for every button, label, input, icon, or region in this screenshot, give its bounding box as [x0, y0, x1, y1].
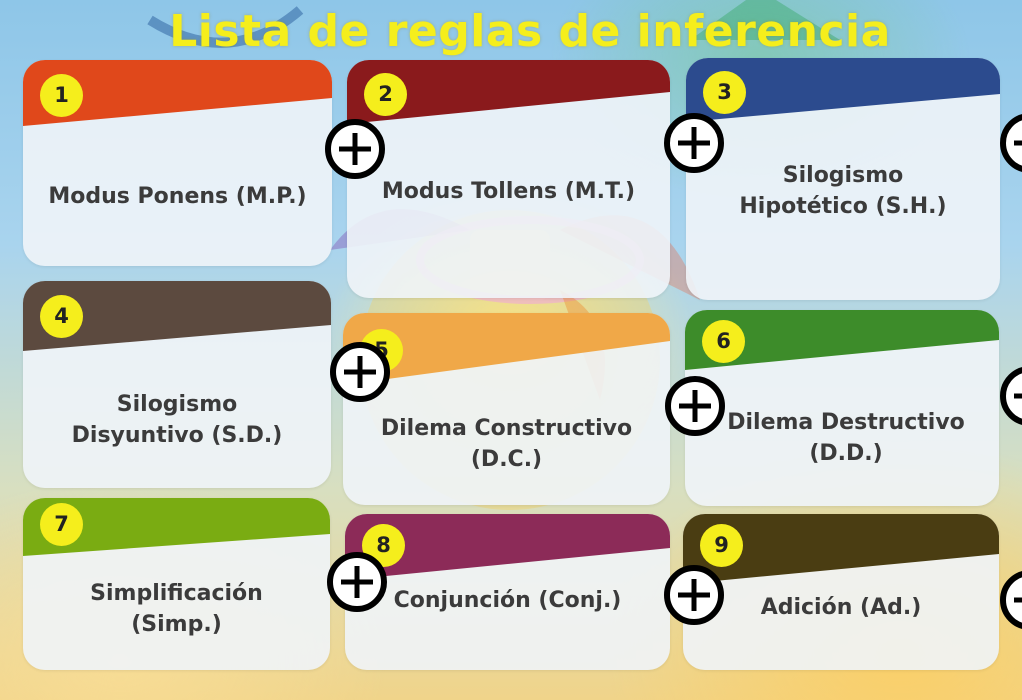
rule-label: Silogismo Hipotético (S.H.): [739, 163, 947, 219]
rule-number-badge: 2: [364, 73, 407, 116]
card-header-band: [683, 514, 999, 584]
rule-card-modus-ponens[interactable]: 1 Modus Ponens (M.P.): [23, 60, 332, 266]
rule-number-badge: 7: [40, 503, 83, 546]
rule-label: Dilema Constructivo (D.C.): [380, 416, 633, 472]
rule-card-silogismo-disyuntivo[interactable]: 4 Silogismo Disyuntivo (S.D.): [23, 281, 331, 488]
rule-card-simplificacion[interactable]: 7 Simplificación (Simp.): [23, 498, 330, 670]
card-header-band: [343, 313, 670, 385]
rule-card-adicion[interactable]: 9 Adición (Ad.): [683, 514, 999, 670]
rule-label: Silogismo Disyuntivo (S.D.): [71, 391, 283, 448]
rule-card-dilema-constructivo[interactable]: 5 Dilema Constructivo (D.C.): [343, 313, 670, 505]
card-header-band: [686, 58, 1000, 122]
rule-number-badge: 6: [702, 320, 745, 363]
rule-label: Simplificación (Simp.): [90, 581, 263, 637]
card-header-band: [23, 281, 331, 351]
rule-card-conjuncion[interactable]: 8 Conjunción (Conj.): [345, 514, 670, 670]
expand-plus-icon[interactable]: [664, 565, 724, 625]
expand-plus-icon[interactable]: [665, 376, 725, 436]
rule-card-dilema-destructivo[interactable]: 6 Dilema Destructivo (D.D.): [685, 310, 999, 506]
rule-number-badge: 4: [40, 295, 83, 338]
card-header-band: [23, 498, 330, 556]
card-header-band: [347, 60, 670, 124]
rule-label: Modus Tollens (M.T.): [381, 178, 636, 204]
card-header-band: [23, 60, 332, 126]
rule-number-badge: 1: [40, 74, 83, 117]
expand-plus-icon[interactable]: [1000, 113, 1022, 173]
rule-label: Adición (Ad.): [760, 594, 922, 620]
rule-label: Dilema Destructivo (D.D.): [727, 410, 965, 466]
rule-card-silogismo-hipotetico[interactable]: 3 Silogismo Hipotético (S.H.): [686, 58, 1000, 300]
page-title: Lista de reglas de inferencia: [169, 6, 891, 57]
expand-plus-icon[interactable]: [1000, 570, 1022, 630]
rule-number-badge: 9: [700, 524, 743, 567]
expand-plus-icon[interactable]: [327, 552, 387, 612]
rule-card-modus-tollens[interactable]: 2 Modus Tollens (M.T.): [347, 60, 670, 298]
rule-label: Modus Ponens (M.P.): [48, 183, 307, 209]
rule-number-badge: 3: [703, 71, 746, 114]
rule-label: Conjunción (Conj.): [393, 587, 622, 613]
card-header-band: [685, 310, 999, 370]
expand-plus-icon[interactable]: [325, 119, 385, 179]
expand-plus-icon[interactable]: [330, 342, 390, 402]
expand-plus-icon[interactable]: [664, 113, 724, 173]
expand-plus-icon[interactable]: [1000, 366, 1022, 426]
card-header-band: [345, 514, 670, 580]
